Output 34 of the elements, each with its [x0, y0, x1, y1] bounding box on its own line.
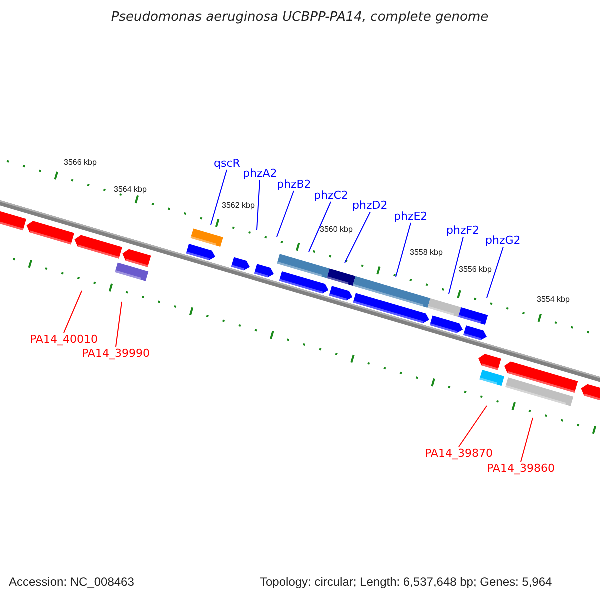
gene-label: qscR — [214, 157, 240, 170]
map-title: Pseudomonas aeruginosa UCBPP-PA14, complete genome — [110, 10, 490, 25]
gene-label: phzE2 — [394, 210, 428, 223]
leader-line — [256, 180, 260, 230]
gene-label: phzD2 — [352, 199, 388, 212]
scale-label: 3554 kbp — [537, 295, 570, 304]
gene-label: PA14_39870 — [425, 447, 493, 460]
gene-label: phzG2 — [486, 234, 521, 247]
genome-stats-text: Topology: circular; Length: 6,537,648 bp; Genes: 5,964 — [260, 575, 552, 589]
gene-label: phzC2 — [314, 189, 348, 202]
accession-text: Accession: NC_008463 — [9, 575, 134, 589]
leader-line — [520, 418, 534, 462]
gene-label: phzB2 — [277, 178, 312, 191]
leader-line — [116, 302, 122, 348]
gene-label: PA14_39990 — [82, 347, 150, 360]
scale-label: 3566 kbp — [64, 158, 97, 167]
gene-label: PA14_39860 — [487, 462, 555, 475]
leader-line — [276, 190, 294, 238]
gene-label: phzA2 — [243, 167, 278, 180]
gene-label: phzF2 — [446, 224, 480, 237]
leader-line — [458, 406, 488, 448]
leader-line — [396, 222, 412, 278]
leader-line — [210, 170, 228, 226]
scale-label: 3564 kbp — [114, 185, 147, 194]
leader-line — [64, 290, 82, 334]
leader-line — [486, 246, 504, 298]
scale-label: 3556 kbp — [459, 265, 492, 274]
scale-label: 3560 kbp — [320, 225, 353, 234]
leader-line — [308, 202, 332, 252]
scale-label: 3562 kbp — [222, 201, 255, 210]
scale-label: 3558 kbp — [410, 248, 443, 257]
leader-line — [344, 212, 371, 264]
gene-label: PA14_40010 — [30, 333, 98, 346]
leader-line — [448, 236, 464, 294]
